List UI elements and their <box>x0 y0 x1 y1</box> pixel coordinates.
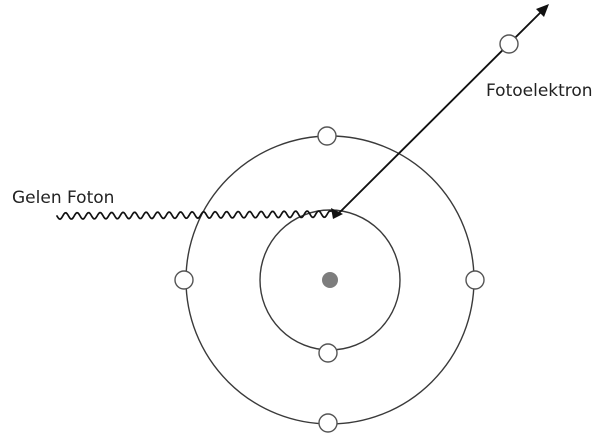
outer-electron-top <box>318 127 336 145</box>
outer-electron-bottom <box>319 414 337 432</box>
outer-electron-right <box>466 271 484 289</box>
incoming-photon-wave <box>57 211 331 219</box>
incoming-photon-label: Gelen Foton <box>12 188 114 208</box>
photoelectron-label: Fotoelektron <box>486 81 593 101</box>
outer-electron-left <box>175 271 193 289</box>
photoelectron <box>500 35 518 53</box>
inner-electron-bottom <box>319 344 337 362</box>
nucleus <box>322 272 338 288</box>
